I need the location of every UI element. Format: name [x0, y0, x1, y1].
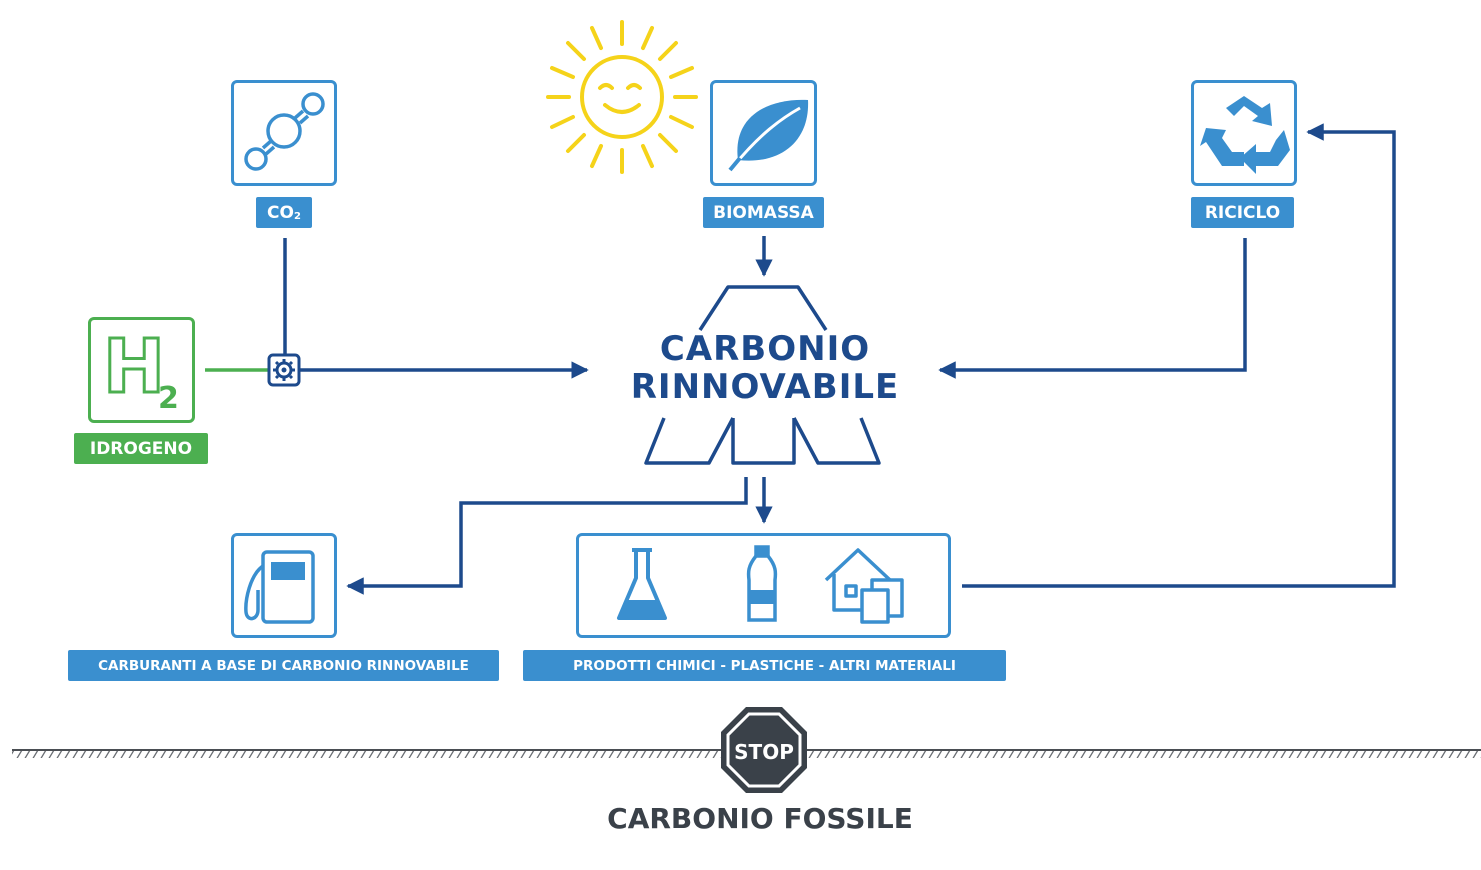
co2-icon-box: [231, 80, 337, 186]
co2-subscript: 2: [293, 211, 301, 222]
bottle-icon: [746, 545, 778, 622]
center-title-line1: CARBONIO: [659, 329, 871, 369]
molecule-icon: [244, 92, 325, 171]
products-icon-box: [576, 533, 951, 638]
sun-icon: [546, 20, 698, 174]
center-title: CARBONIO RINNOVABILE: [600, 330, 930, 406]
fuel-icon-box: [231, 533, 337, 638]
recycle-icon-box: [1191, 80, 1297, 186]
biomass-icon-box: [710, 80, 817, 186]
fossil-carbon-caption: CARBONIO FOSSILE: [607, 802, 913, 835]
fuels-label: CARBURANTI A BASE DI CARBONIO RINNOVABIL…: [68, 650, 499, 681]
house-icon: [824, 548, 904, 624]
products-label: PRODOTTI CHIMICI - PLASTICHE - ALTRI MAT…: [523, 650, 1006, 681]
hydrogen-icon-box: [88, 317, 195, 423]
recycle-label: RICICLO: [1191, 197, 1294, 228]
center-title-line2: RINNOVABILE: [630, 367, 900, 407]
flask-icon: [617, 548, 667, 620]
biomass-label: BIOMASSA: [703, 197, 824, 228]
gear-icon: [267, 353, 301, 387]
central-carbon-shape: [644, 285, 881, 465]
co2-label-text: CO: [267, 202, 294, 223]
connector-lines: [283, 123, 1396, 595]
hydrogen-subscript: 2: [158, 381, 179, 416]
hydrogen-symbol: H 2: [102, 323, 179, 417]
hydrogen-label: IDROGENO: [74, 433, 208, 464]
recycle-icon: [1200, 96, 1290, 174]
hydrogen-h-glyph: H: [103, 324, 165, 410]
stop-sign-text: STOP: [734, 740, 794, 764]
stop-sign-icon: STOP: [721, 707, 807, 793]
leaf-icon: [728, 99, 809, 172]
fuel-pump-icon: [244, 550, 315, 624]
